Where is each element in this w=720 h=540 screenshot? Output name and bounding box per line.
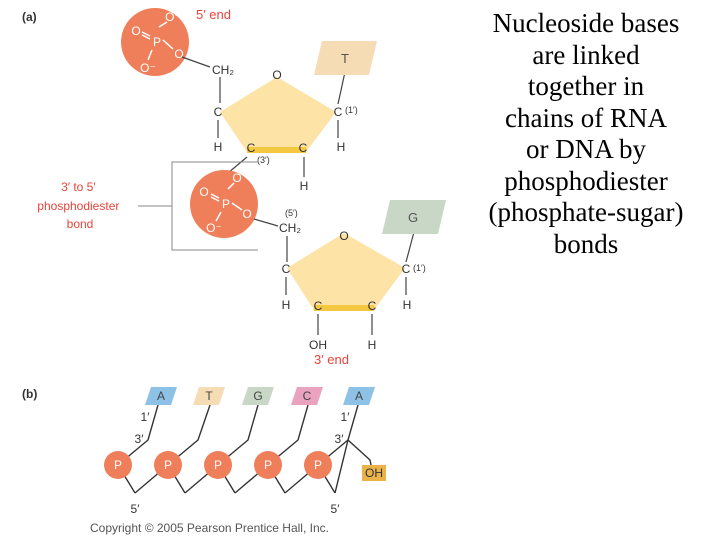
sugar-1-c-right-tag: (1′)	[345, 105, 358, 115]
strand-phosphate-3-label: P	[214, 458, 222, 472]
caption-line-7: (phosphate-sugar)	[488, 197, 684, 227]
strand-oh-box	[362, 465, 386, 481]
panel-a-label: (a)	[22, 10, 37, 24]
phosphate-1-o-top: O⁻	[165, 10, 181, 24]
sugar-1-c-left: C	[214, 105, 223, 119]
strand-base-a-2-label: A	[355, 389, 363, 403]
strand-base-t	[193, 387, 225, 405]
sugar-2-h-left: H	[282, 298, 291, 312]
bond-label-line-2: phosphodiester	[37, 199, 119, 213]
sugar-1-h-bonds	[217, 71, 346, 177]
sugar-1-h-left: H	[214, 140, 223, 154]
phosphate-2-o-right: O	[242, 207, 251, 221]
sugar-2-h-bottom-right: H	[368, 338, 377, 352]
strand-phosphate-1-label: P	[114, 458, 122, 472]
sugar-1-ch2: CH₂	[212, 63, 234, 77]
base-g-label: G	[408, 210, 418, 225]
three-prime-label-1: 3′	[135, 432, 145, 446]
phosphate-2-o-top: O	[232, 171, 241, 185]
backbone-lines	[117, 404, 373, 494]
strand-phosphate-5	[304, 451, 332, 479]
strand-base-a-2	[343, 387, 375, 405]
phosphate-2-o-bottom: O⁻	[206, 221, 222, 235]
strand-base-g-label: G	[253, 389, 262, 403]
phosphate-1-p: P	[153, 35, 161, 49]
sugar-2-oh: OH	[309, 338, 327, 352]
sugar-2-c-left: C	[282, 262, 291, 276]
phosphate-1-o-bottom: O⁻	[140, 61, 156, 75]
panel-b-label: (b)	[22, 387, 37, 401]
phosphate-group-2	[190, 170, 258, 238]
sugar-1-ring-o: O	[272, 68, 281, 82]
strand-phosphate-2	[154, 451, 182, 479]
strand-phosphate-4-label: P	[264, 458, 272, 472]
sugar-2-ch2-tag: (5′)	[285, 208, 298, 218]
one-prime-label-2: 1′	[341, 410, 351, 424]
strand-base-a-1	[145, 387, 177, 405]
sugar-2-ring-o: O	[339, 229, 348, 243]
copyright-text: Copyright © 2005 Pearson Prentice Hall, …	[90, 521, 329, 535]
sugar-2-c-bottom-left: C	[314, 299, 323, 313]
strand-phosphate-4	[254, 451, 282, 479]
sugar-2-c-bottom-right: C	[368, 299, 377, 313]
sugar-2-c-right-tag: (1′)	[413, 263, 426, 273]
sugar-2-h-right: H	[403, 298, 412, 312]
sugar-2-h-bonds	[285, 231, 415, 335]
caption-line-8: bonds	[553, 228, 619, 259]
strand-base-t-label: T	[205, 389, 213, 403]
one-prime-label-1: 1′	[141, 410, 151, 424]
strand-oh-label: OH	[365, 466, 383, 480]
five-prime-end-label: 5′ end	[196, 7, 231, 22]
five-prime-label-2: 5′	[331, 502, 341, 516]
five-prime-label-1: 5′	[131, 502, 141, 516]
sugar-ring-2	[287, 233, 405, 310]
caption-line-4: chains of RNA	[505, 102, 667, 133]
bond-label-line-3: bond	[67, 217, 94, 231]
base-g-box	[382, 200, 446, 234]
phosphate-2-p: P	[222, 197, 230, 211]
sugar-1-c-right: C	[334, 105, 343, 119]
sugar-2-c-right: C	[402, 262, 411, 276]
strand-phosphate-2-label: P	[164, 458, 172, 472]
phosphate-1-bonds	[141, 21, 174, 61]
sugar-2-ch2: CH₂	[279, 221, 301, 235]
sugar-1-c3-tag: (3′)	[257, 155, 270, 165]
base-t-box	[314, 41, 377, 75]
strand-base-c-label: C	[303, 389, 312, 403]
sugar-1-h-right: H	[337, 140, 346, 154]
strand-phosphate-5-label: P	[314, 458, 322, 472]
phosphate-2-o-left: O	[199, 185, 208, 199]
sugar-1-c-bottom-left: C	[247, 141, 256, 155]
nucleic-acid-diagram: (a) O⁻ O P O O⁻ 5′ end CH₂ O C C C C H H…	[22, 7, 446, 535]
side-caption: Nucleoside bases are linked together in …	[452, 8, 720, 260]
strand-base-a-1-label: A	[157, 389, 165, 403]
bond-label-line-1: 3′ to 5′	[61, 180, 96, 194]
p1-to-ch2-bond	[181, 56, 211, 68]
caption-line-5: or DNA by	[526, 134, 646, 164]
caption-line-2: are linked	[532, 39, 640, 70]
three-prime-end-label: 3′ end	[314, 352, 349, 367]
p2-to-ch2-bond	[253, 218, 279, 227]
sugar-1-c-bottom-right: C	[299, 141, 308, 155]
phosphate-group-1	[121, 8, 189, 76]
svg-text:3′ to 5′ phosphodiester: 3′ to 5′ phosphodiester bond	[37, 180, 122, 231]
three-prime-label-2: 3′	[335, 432, 345, 446]
caption-line-6: phosphodiester	[504, 165, 668, 196]
phosphate-1-o-left: O	[131, 24, 140, 38]
sugar-ring-1	[220, 77, 336, 152]
base-t-label: T	[341, 51, 349, 66]
strand-phosphate-1	[104, 451, 132, 479]
strand-base-c	[291, 387, 323, 405]
strand-base-g	[242, 387, 274, 405]
phosphate-1-o-right: O	[174, 47, 183, 61]
phosphate-2-bonds	[210, 182, 243, 222]
strand-phosphate-3	[204, 451, 232, 479]
caption-line-3: together in	[527, 71, 645, 101]
diagram-canvas: (a) O⁻ O P O O⁻ 5′ end CH₂ O C C C C H H…	[22, 7, 446, 535]
sugar-1-h-bottom-right: H	[300, 179, 309, 193]
caption-line-1: Nucleoside bases	[492, 8, 680, 38]
